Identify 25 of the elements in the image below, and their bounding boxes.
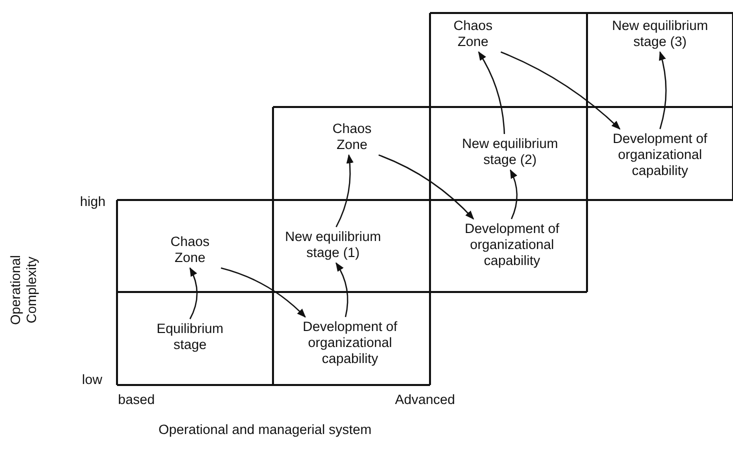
stage-label: Equilibrium stage bbox=[145, 321, 235, 353]
arrow bbox=[336, 262, 348, 318]
axis-label: high bbox=[80, 194, 106, 210]
stage-label: Development of organizational capability bbox=[290, 319, 410, 367]
axis-label: low bbox=[82, 372, 102, 388]
arrow bbox=[336, 154, 354, 228]
arrow bbox=[378, 154, 474, 220]
axis-title: Operational Complexity bbox=[8, 254, 40, 327]
stage-label: New equilibrium stage (2) bbox=[452, 136, 568, 168]
axis-label: based bbox=[118, 392, 155, 408]
arrow bbox=[478, 51, 505, 134]
arrow bbox=[189, 267, 198, 320]
stage-label: Chaos Zone bbox=[160, 234, 220, 266]
axis-title: Operational and managerial system bbox=[157, 422, 373, 438]
stage-label: Chaos Zone bbox=[443, 18, 503, 50]
arrow bbox=[500, 51, 620, 130]
stage-label: New equilibrium stage (1) bbox=[276, 229, 390, 261]
stage-label: New equilibrium stage (3) bbox=[602, 18, 718, 50]
axis-label: Advanced bbox=[395, 392, 456, 408]
arrow bbox=[510, 169, 518, 220]
stage-label: Development of organizational capability bbox=[600, 131, 720, 179]
stage-label: Development of organizational capability bbox=[452, 221, 572, 269]
arrow bbox=[658, 51, 667, 130]
stage-label: Chaos Zone bbox=[322, 121, 382, 153]
arrow bbox=[220, 267, 306, 318]
